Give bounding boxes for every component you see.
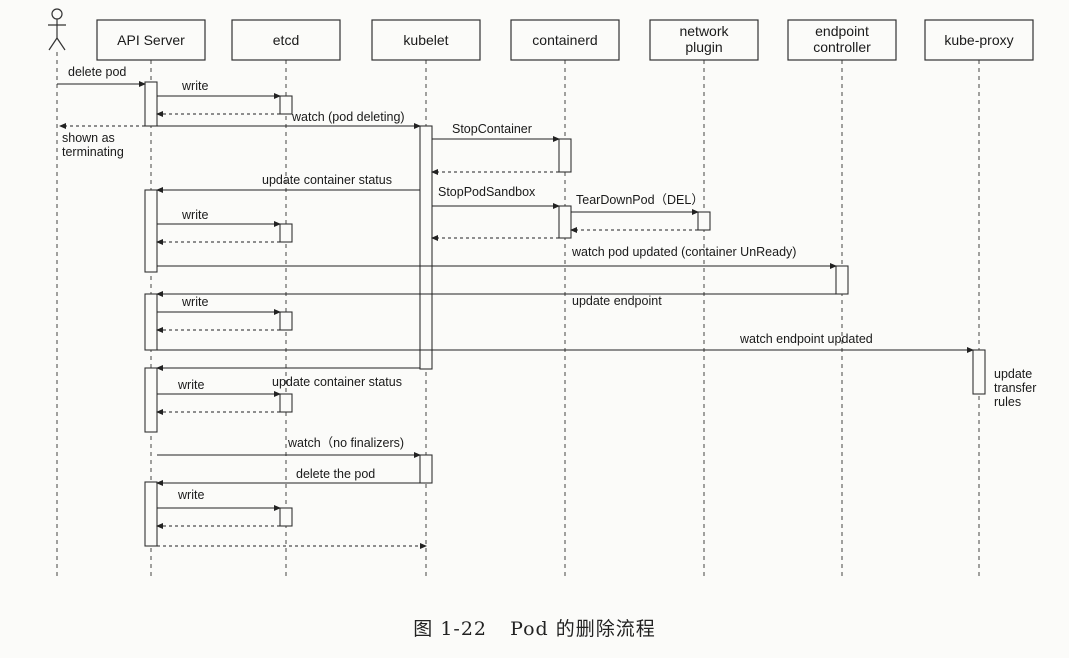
activation-bar xyxy=(419,454,433,484)
activation-bar xyxy=(279,311,293,331)
participant-label-containerd: containerd xyxy=(532,32,597,48)
activation-bar xyxy=(144,189,158,273)
message-arrow: delete the pod xyxy=(156,467,420,486)
figure-caption: 图 1-22 Pod 的删除流程 xyxy=(0,614,1069,641)
participant-box-netplugin xyxy=(649,19,759,61)
message-arrow: update container status xyxy=(156,365,420,389)
activation-bar xyxy=(558,205,572,239)
activation-bar xyxy=(279,393,293,413)
message-arrow: TearDownPod（DEL） xyxy=(571,193,704,215)
message-label: StopContainer xyxy=(452,122,532,136)
participant-box-epctl xyxy=(787,19,897,61)
message-arrow: write xyxy=(157,488,281,511)
activation-bar xyxy=(419,125,433,370)
message-label: update container status xyxy=(262,173,392,187)
message-arrow: write xyxy=(157,295,281,315)
message-label: write xyxy=(177,378,204,392)
user-actor-icon xyxy=(48,8,66,51)
activation-bar xyxy=(144,293,158,351)
message-label: watch endpoint updated xyxy=(739,332,873,346)
message-label: watch pod updated (container UnReady) xyxy=(571,245,796,259)
participant-containerd: containerd xyxy=(510,19,620,578)
activation-bar xyxy=(279,95,293,115)
participant-user xyxy=(48,8,66,578)
participant-box-etcd xyxy=(231,19,341,61)
participant-label-kubelet: kubelet xyxy=(403,32,448,48)
participant-label-etcd: etcd xyxy=(273,32,299,48)
message-arrow: update endpoint xyxy=(156,291,836,308)
message-label: delete pod xyxy=(68,65,126,79)
message-arrow: write xyxy=(157,378,281,397)
message-label: write xyxy=(181,79,208,93)
message-arrow: update container status xyxy=(156,173,420,193)
activation-bar xyxy=(144,81,158,127)
participant-box-kproxy xyxy=(924,19,1034,61)
message-label: write xyxy=(181,208,208,222)
activation-bar xyxy=(972,349,986,395)
message-label: TearDownPod（DEL） xyxy=(576,193,704,207)
message-label: StopPodSandbox xyxy=(438,185,536,199)
message-label: watch (pod deleting) xyxy=(291,110,405,124)
message-label: delete the pod xyxy=(296,467,375,481)
participant-label-kproxy: kube-proxy xyxy=(944,32,1013,48)
activation-bar xyxy=(279,507,293,527)
message-arrow: StopPodSandbox xyxy=(432,185,560,209)
message-arrow: write xyxy=(157,208,281,227)
activation-bar xyxy=(558,138,572,173)
message-label: watch（no finalizers) xyxy=(287,436,404,450)
activation-bar xyxy=(144,481,158,547)
participant-box-api xyxy=(96,19,206,61)
message-arrow: watch（no finalizers) xyxy=(157,436,421,458)
activation-bar xyxy=(697,211,711,231)
participant-box-kubelet xyxy=(371,19,481,61)
figure-number: 图 1-22 xyxy=(413,618,488,640)
message-label: write xyxy=(181,295,208,309)
message-label: update endpoint xyxy=(572,294,662,308)
figure-title: Pod 的删除流程 xyxy=(510,618,656,640)
participant-label-api: API Server xyxy=(117,32,185,48)
message-arrow: StopContainer xyxy=(432,122,560,142)
message-label: write xyxy=(177,488,204,502)
activation-bar xyxy=(144,367,158,433)
activation-bar xyxy=(835,265,849,295)
message-arrow: watch (pod deleting) xyxy=(157,110,421,129)
message-arrow: write xyxy=(157,79,281,99)
activation-bar xyxy=(279,223,293,243)
message-arrow: watch endpoint updated xyxy=(157,332,974,353)
message-label: update container status xyxy=(272,375,402,389)
participant-box-containerd xyxy=(510,19,620,61)
participant-kproxy: kube-proxy xyxy=(924,19,1034,578)
message-arrow: delete pod xyxy=(57,65,146,87)
message-arrow: watch pod updated (container UnReady) xyxy=(157,245,837,269)
